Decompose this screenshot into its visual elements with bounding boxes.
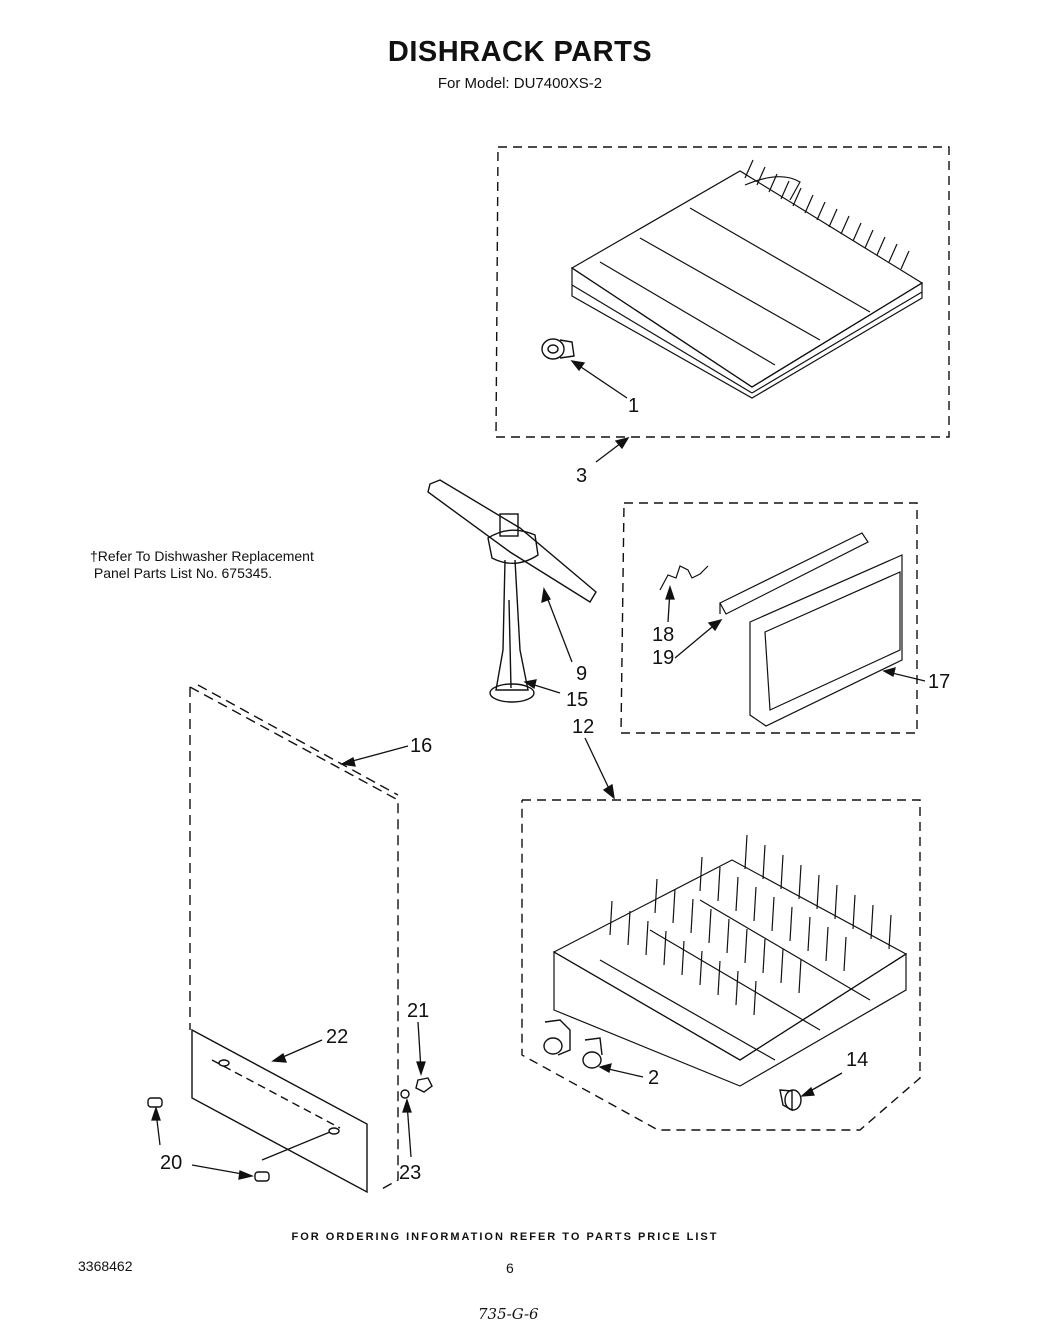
upper-rack-tine: [840, 215, 850, 235]
callout-20: 20: [160, 1152, 183, 1174]
lower-rack-tine: [708, 908, 712, 944]
rack-stop-part-14: [779, 1089, 802, 1112]
lower-rack-tine: [753, 886, 757, 922]
lower-rack-tine: [717, 960, 721, 996]
callout-22: 22: [326, 1026, 349, 1048]
lower-rack-tine: [699, 950, 703, 986]
lower-rack-tine: [654, 878, 658, 914]
lower-rack-tine: [816, 874, 820, 910]
lower-rack-tine: [735, 970, 739, 1006]
callout-15: 15: [566, 689, 589, 711]
lower-rack-tine: [762, 844, 766, 880]
lower-rack-tine: [609, 900, 613, 936]
upper-rack-tine: [828, 208, 838, 228]
lower-rack-group-box: [521, 799, 921, 1131]
upper-rack-tine: [900, 250, 910, 270]
lower-rack-tine: [780, 854, 784, 890]
upper-rack-tine: [888, 243, 898, 263]
callout-18: 18: [652, 624, 675, 646]
lower-rack-roller-part-2: [543, 1019, 603, 1069]
door-trim-strip: [191, 1028, 368, 1194]
document-number: 3368462: [78, 1258, 133, 1274]
lower-rack-tine: [762, 938, 766, 974]
upper-rack-tine: [876, 236, 886, 256]
lower-rack-tine: [825, 926, 829, 962]
lower-rack-tine: [744, 928, 748, 964]
callout-2: 2: [648, 1067, 660, 1089]
lower-rack-tine: [888, 914, 892, 950]
lower-rack-tine: [717, 866, 721, 902]
lower-rack-tine: [627, 910, 631, 946]
lower-rack-tine: [663, 930, 667, 966]
callout-9: 9: [576, 663, 588, 685]
lower-rack-tine: [834, 884, 838, 920]
lower-rack-tine: [789, 906, 793, 942]
filter-group-box: [620, 502, 918, 734]
callout-21: 21: [407, 1000, 430, 1022]
callout-19: 19: [652, 647, 675, 669]
page-title: DISHRACK PARTS: [387, 36, 653, 68]
callout-16: 16: [410, 735, 433, 757]
lower-rack-tine: [852, 894, 856, 930]
lower-rack-tine: [645, 920, 649, 956]
upper-rack-tine: [804, 194, 814, 214]
lower-rack-tine: [681, 940, 685, 976]
upper-rack-tine: [816, 201, 826, 221]
callout-12: 12: [572, 716, 595, 738]
upper-rack-tine: [744, 159, 754, 179]
callout-leaders: [151, 360, 926, 1180]
lower-rack-tine: [744, 834, 748, 870]
handwritten-code: 735-G-6: [478, 1305, 539, 1323]
lower-rack-tine: [780, 948, 784, 984]
lower-rack-tine: [771, 896, 775, 932]
callout-14: 14: [846, 1049, 869, 1071]
door-panel: [189, 684, 399, 1191]
upper-rack-tine: [756, 166, 766, 186]
lower-rack-tine: [753, 980, 757, 1016]
lower-rack-tine: [870, 904, 874, 940]
callout-3: 3: [576, 465, 588, 487]
lower-dishrack: [552, 834, 908, 1087]
model-subtitle: For Model: DU7400XS-2: [437, 75, 603, 92]
lower-rack-tine: [798, 958, 802, 994]
upper-rack-tine: [852, 222, 862, 242]
upper-rack-tine: [864, 229, 874, 249]
upper-rack-group-box: [495, 146, 950, 438]
panel-reference-note: †Refer To Dishwasher Replacement Panel P…: [90, 548, 314, 581]
ordering-info-footer: FOR ORDERING INFORMATION REFER TO PARTS …: [291, 1231, 719, 1243]
callout-1: 1: [628, 395, 640, 417]
rack-roller-part-1: [541, 338, 575, 360]
lower-rack-tine: [690, 898, 694, 934]
screw-parts: [147, 1077, 433, 1182]
lower-rack-tine: [699, 856, 703, 892]
callout-17: 17: [928, 671, 951, 693]
lower-rack-tine: [798, 864, 802, 900]
lower-rack-tine: [672, 888, 676, 924]
upper-dishrack: [570, 159, 924, 399]
lower-rack-tine: [735, 876, 739, 912]
lower-rack-tine: [726, 918, 730, 954]
callout-23: 23: [399, 1162, 422, 1184]
filter-screen-assembly: [659, 532, 903, 727]
upper-rack-tine: [792, 187, 802, 207]
lower-rack-tine: [843, 936, 847, 972]
spray-arm-assembly: [427, 479, 597, 703]
lower-rack-tine: [807, 916, 811, 952]
upper-rack-tine: [780, 180, 790, 200]
page-number: 6: [506, 1260, 514, 1276]
